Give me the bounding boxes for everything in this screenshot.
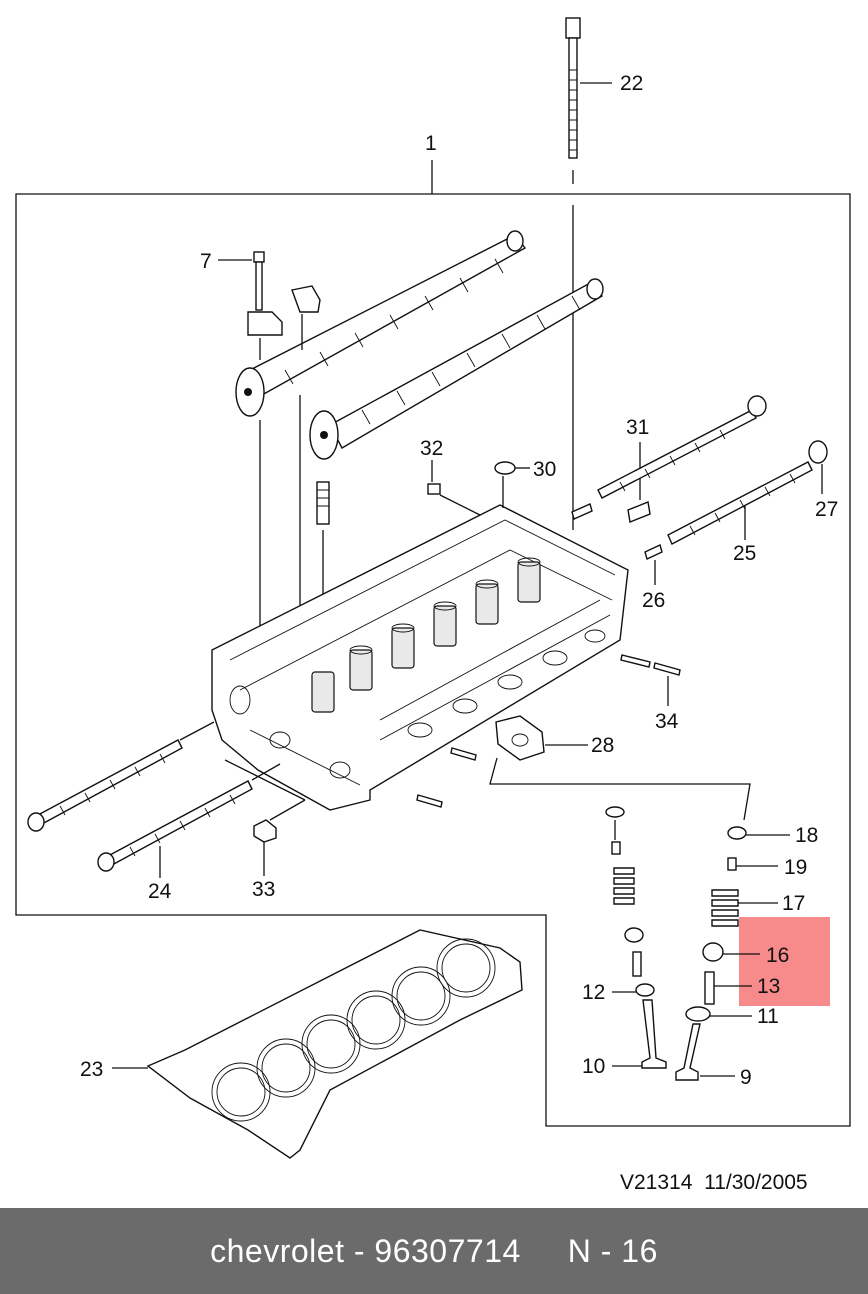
- callouts: 1 22 7 32 30 31 27 25 26 34 28 24 33 18 …: [80, 72, 838, 1089]
- callout-18: 18: [795, 824, 818, 847]
- cylinder-head: [211, 504, 629, 811]
- guide-lines-24-33: [224, 759, 306, 821]
- callout-23: 23: [80, 1058, 103, 1081]
- rocker-28: [489, 715, 751, 821]
- highlight-box: [739, 917, 830, 1006]
- parts-diagram: 1 22 7 32 30 31 27 25 26 34 28 24 33 18 …: [15, 17, 851, 1194]
- camshaft-upper-right: [597, 395, 767, 499]
- valve-train-left: [605, 806, 667, 1069]
- callout-28: 28: [591, 734, 614, 757]
- callout-34: 34: [655, 710, 679, 733]
- callout-27: 27: [815, 498, 838, 521]
- cam-cap-bolt-7: [218, 251, 321, 650]
- camshaft-24-lower: [97, 763, 281, 878]
- washer-30: [494, 461, 530, 508]
- callout-31: 31: [626, 416, 649, 439]
- footer-bar: chevrolet - 96307714 N - 16: [0, 1208, 868, 1294]
- stud-34: [416, 654, 681, 808]
- callout-30: 30: [533, 458, 556, 481]
- callout-22: 22: [620, 72, 643, 95]
- callout-17: 17: [782, 892, 805, 915]
- drawing-reference: V21314 11/30/2005: [620, 1171, 808, 1194]
- spring-26: [571, 503, 663, 585]
- nut-33: [253, 819, 277, 876]
- callout-24: 24: [148, 880, 172, 903]
- callout-11: 11: [757, 1005, 779, 1028]
- bolt-32: [427, 460, 481, 516]
- callout-9: 9: [740, 1066, 752, 1089]
- camshaft-25: [667, 440, 828, 545]
- valve-train-right: [675, 826, 790, 1081]
- callout-19: 19: [784, 856, 807, 879]
- callout-1: 1: [425, 132, 437, 155]
- head-bolt-22: [565, 17, 612, 530]
- callout-10: 10: [582, 1055, 605, 1078]
- callout-7: 7: [200, 250, 212, 273]
- callout-13: 13: [757, 975, 780, 998]
- camshaft-upper: [235, 230, 527, 417]
- camshaft-24-upper: [27, 721, 215, 832]
- assembly-frame: [15, 193, 851, 1127]
- callout-16: 16: [766, 944, 789, 967]
- callout-26: 26: [642, 589, 665, 612]
- callout-33: 33: [252, 878, 275, 901]
- head-gasket-23: [112, 929, 523, 1159]
- callout-12: 12: [582, 981, 605, 1004]
- callout-32: 32: [420, 437, 443, 460]
- spark-plug: [316, 481, 330, 600]
- callout-25: 25: [733, 542, 756, 565]
- footer-part-info: chevrolet - 96307714 N - 16: [210, 1232, 658, 1269]
- camshaft-lower: [309, 278, 604, 460]
